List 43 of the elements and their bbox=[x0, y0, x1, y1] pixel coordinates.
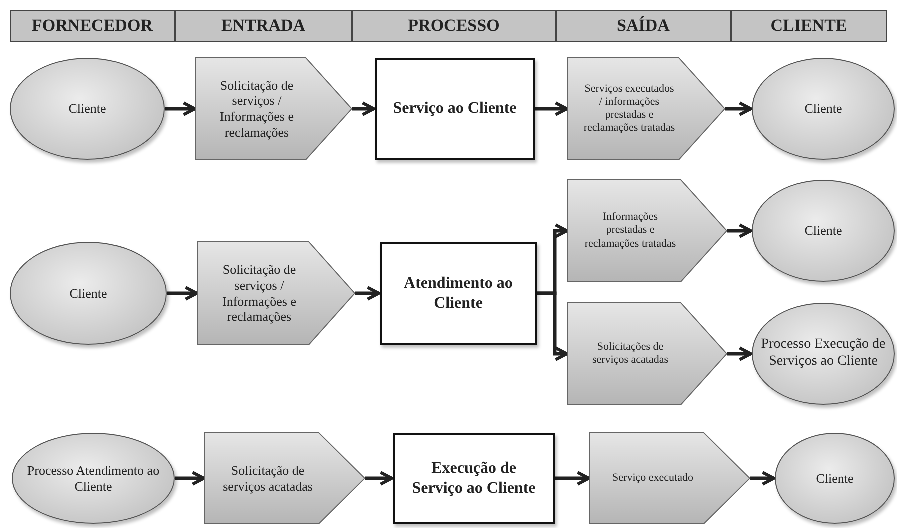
node-label: Solicitação de serviços / Informações e reclamações bbox=[222, 262, 298, 325]
node-label: Cliente bbox=[816, 470, 854, 486]
node-label: Solicitação de serviços acatadas bbox=[222, 462, 314, 494]
node-label: Serviços executados / informações prestadas e reclamações tratadas bbox=[582, 82, 676, 136]
arrow bbox=[355, 286, 381, 301]
arrow bbox=[165, 102, 197, 116]
arrow bbox=[537, 292, 569, 362]
node-label: Serviço executado bbox=[612, 472, 694, 486]
process-label: Execução de Serviço ao Cliente bbox=[411, 459, 537, 498]
node-label: Cliente bbox=[804, 223, 842, 239]
arrow bbox=[727, 224, 753, 238]
node-label: Informações prestadas e reclamações tratadas bbox=[584, 211, 678, 251]
arrow bbox=[555, 471, 591, 486]
process-label: Serviço ao Cliente bbox=[392, 99, 518, 119]
arrow bbox=[727, 346, 753, 362]
node-label: Cliente bbox=[70, 286, 108, 302]
node-label: Cliente bbox=[68, 101, 106, 117]
process-label: Atendimento ao Cliente bbox=[403, 274, 514, 313]
process-box bbox=[393, 433, 555, 524]
node-label: Solicitação de serviços / Informações e reclamações bbox=[219, 78, 295, 140]
arrow bbox=[365, 471, 394, 486]
process-box bbox=[375, 58, 535, 160]
arrow bbox=[175, 471, 206, 486]
node-label: Cliente bbox=[804, 101, 842, 117]
header-label: PROCESSO bbox=[408, 16, 500, 36]
column-header bbox=[731, 10, 887, 42]
arrow bbox=[725, 102, 753, 116]
header-label: FORNECEDOR bbox=[32, 16, 153, 36]
node-label: Solicitações de serviços acatadas bbox=[591, 340, 670, 368]
arrow bbox=[167, 286, 199, 301]
column-header bbox=[556, 10, 731, 42]
column-header bbox=[10, 10, 175, 42]
header-label: SAÍDA bbox=[617, 16, 670, 36]
arrow bbox=[352, 102, 376, 116]
header-label: ENTRADA bbox=[221, 16, 306, 36]
column-header bbox=[352, 10, 556, 42]
column-header bbox=[175, 10, 352, 42]
arrow bbox=[750, 471, 776, 486]
arrow bbox=[535, 102, 569, 116]
process-box bbox=[380, 242, 537, 345]
node-label: Processo Execução de Serviços ao Cliente bbox=[760, 337, 887, 371]
header-label: CLIENTE bbox=[770, 16, 848, 36]
node-label: Processo Atendimento ao Cliente bbox=[26, 462, 161, 494]
